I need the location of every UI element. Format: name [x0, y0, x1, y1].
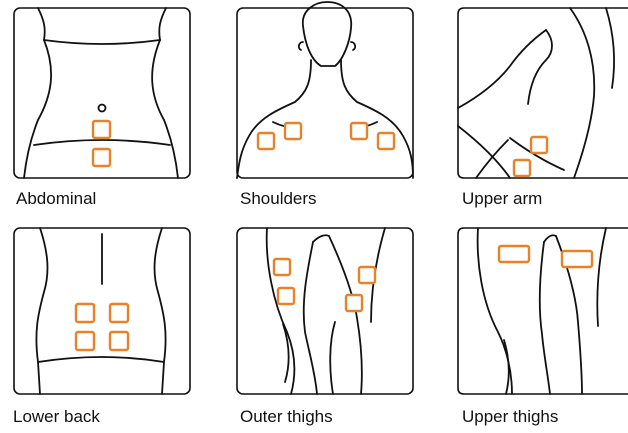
panel-label: Abdominal [16, 190, 96, 207]
patch [258, 133, 274, 149]
panel-label: Lower back [13, 408, 100, 425]
patch [76, 304, 94, 322]
patch [110, 332, 128, 350]
patch [110, 304, 128, 322]
patch [346, 295, 362, 311]
panel-outer-thighs: Outer thighs [225, 222, 425, 433]
shoulders-illustration [225, 0, 425, 215]
panel-lower-back: Lower back [0, 222, 200, 433]
patch [76, 332, 94, 350]
panel-label: Outer thighs [240, 408, 333, 425]
patch [514, 160, 530, 176]
patch [562, 251, 592, 267]
patch [278, 288, 294, 304]
patch [359, 267, 375, 283]
patch [285, 123, 301, 139]
panel-label: Upper arm [462, 190, 542, 207]
patch [351, 123, 367, 139]
panel-label: Upper thighs [462, 408, 558, 425]
panel-upper-thighs: Upper thighs [446, 222, 628, 433]
outer-thighs-illustration [225, 222, 425, 433]
patch [499, 246, 529, 262]
lower-back-illustration [0, 222, 200, 433]
panel-upper-arm: Upper arm [446, 0, 628, 215]
upper-arm-illustration [446, 0, 628, 215]
panel-label: Shoulders [240, 190, 317, 207]
patch [531, 137, 547, 153]
patch [93, 121, 110, 138]
panel-shoulders: Shoulders [225, 0, 425, 215]
patch [378, 133, 394, 149]
patch [93, 149, 110, 166]
panel-abdominal: Abdominal [0, 0, 200, 215]
patch [274, 259, 290, 275]
abdominal-illustration [0, 0, 200, 215]
upper-thighs-illustration [446, 222, 628, 433]
